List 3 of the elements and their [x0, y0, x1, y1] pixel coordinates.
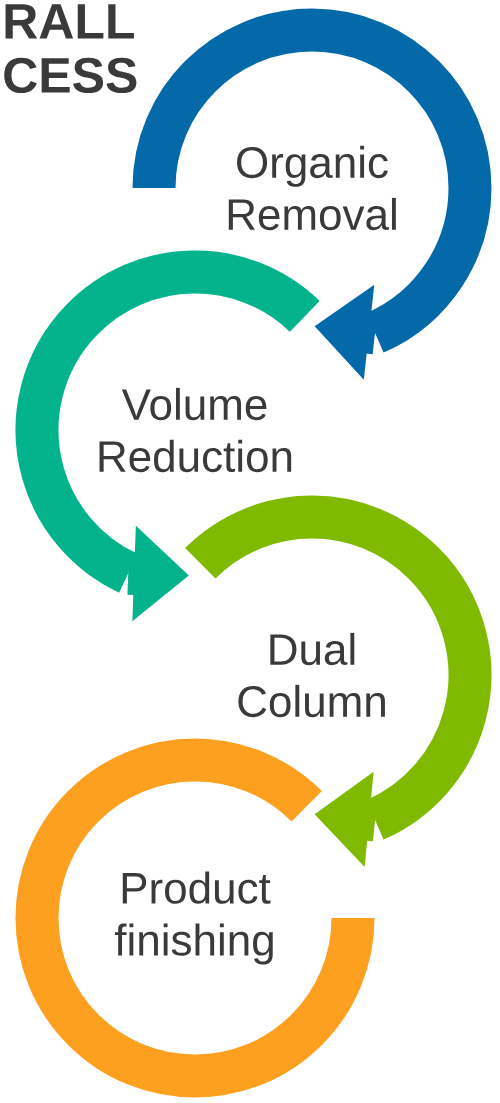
circular-step: Volume Reduction	[15, 250, 319, 593]
circular-step: Product finishing	[15, 738, 375, 1098]
circular-step: Dual Column	[186, 495, 492, 840]
